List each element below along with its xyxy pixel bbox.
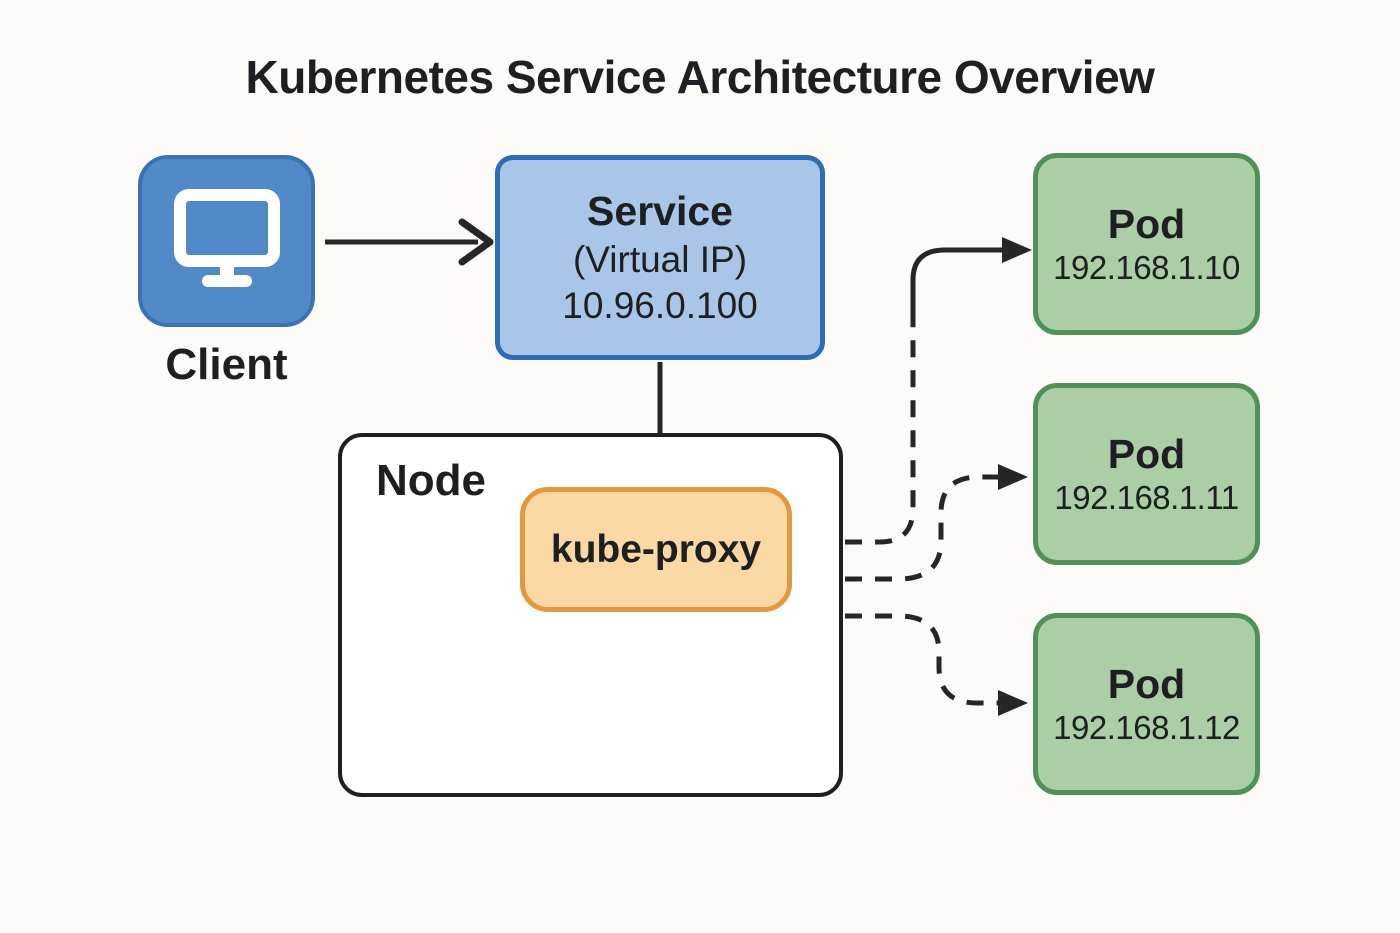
pod-name: Pod (1107, 661, 1186, 707)
kubeproxy-to-pod2-arrow (845, 464, 1028, 582)
monitor-icon (173, 189, 280, 287)
pod-ip: 192.168.1.12 (1053, 709, 1240, 746)
kube-proxy-node: kube-proxy (520, 487, 792, 612)
pod-node-3: Pod 192.168.1.12 (1033, 613, 1260, 795)
pod-ip: 192.168.1.10 (1053, 249, 1240, 286)
client-label: Client (165, 340, 288, 389)
node-label: Node (376, 456, 486, 505)
service-node: Service (Virtual IP) 10.96.0.100 (495, 155, 825, 360)
client-node (138, 155, 315, 327)
kubeproxy-to-pod1-arrow (845, 237, 1032, 545)
service-subtitle: (Virtual IP) (572, 239, 748, 280)
pod-node-2: Pod 192.168.1.11 (1033, 383, 1260, 565)
service-name: Service (587, 188, 733, 234)
kube-proxy-label: kube-proxy (550, 527, 762, 571)
pod-name: Pod (1107, 431, 1186, 477)
kubeproxy-to-pod3-arrow (845, 613, 1028, 716)
diagram-title: Kubernetes Service Architecture Overview (245, 51, 1155, 103)
service-virtual-ip: 10.96.0.100 (562, 285, 758, 326)
pod-name: Pod (1107, 201, 1186, 247)
pod-ip: 192.168.1.11 (1054, 479, 1239, 516)
pod-node-1: Pod 192.168.1.10 (1033, 153, 1260, 335)
client-to-service-arrow (325, 218, 494, 266)
